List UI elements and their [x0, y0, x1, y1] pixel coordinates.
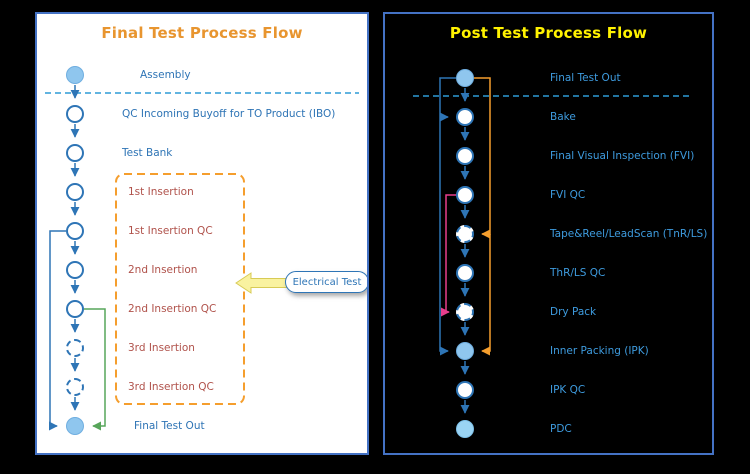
loop-orange-to-ipk: [481, 234, 491, 356]
node-fvi: [456, 147, 474, 165]
label-tnrls: Tape&Reel/LeadScan (TnR/LS): [550, 228, 708, 240]
label-2nd-insertion: 2nd Insertion: [128, 264, 198, 276]
label-final-test-out: Final Test Out: [134, 420, 205, 432]
node-1st-insertion: [66, 183, 84, 201]
label-fvi: Final Visual Inspection (FVI): [550, 150, 695, 162]
node-fvi-qc: [456, 186, 474, 204]
final-test-panel: Final Test Process Flow: [35, 12, 369, 455]
label-3rd-insertion-qc: 3rd Insertion QC: [128, 381, 214, 393]
label-1st-insertion-qc: 1st Insertion QC: [128, 225, 213, 237]
node-bake: [456, 108, 474, 126]
label-final-test-out: Final Test Out: [550, 72, 621, 84]
left-connectors: [45, 85, 359, 431]
loop-blue-final-test-out-to-ipk: [439, 77, 456, 356]
label-pdc: PDC: [550, 423, 572, 435]
loop-orange-final-test-out-to-tnrls: [474, 77, 491, 239]
label-bake: Bake: [550, 111, 576, 123]
node-dry-pack: [456, 303, 474, 321]
label-test-bank: Test Bank: [122, 147, 173, 159]
label-assembly: Assembly: [140, 69, 191, 81]
node-test-bank: [66, 144, 84, 162]
node-ibo: [66, 105, 84, 123]
label-3rd-insertion: 3rd Insertion: [128, 342, 195, 354]
node-final-test-out: [66, 417, 84, 435]
right-panel-title: Post Test Process Flow: [449, 24, 648, 42]
label-dry-pack: Dry Pack: [550, 306, 597, 318]
node-pdc: [456, 420, 474, 438]
electrical-test-callout: Electrical Test: [285, 271, 367, 293]
label-2nd-insertion-qc: 2nd Insertion QC: [128, 303, 217, 315]
label-ipk: Inner Packing (IPK): [550, 345, 649, 357]
node-assembly: [66, 66, 84, 84]
right-connectors: [413, 77, 690, 414]
post-test-panel: Post Test Process Flow: [383, 12, 714, 455]
loop-1st-insertion-qc-to-final: [48, 230, 66, 431]
loop-2nd-insertion-qc-to-final: [84, 308, 106, 431]
label-ipk-qc: IPK QC: [550, 384, 586, 396]
loop-pink-fvi-qc-to-dry-pack: [440, 194, 456, 317]
insertion-group-box: [115, 173, 245, 405]
node-1st-insertion-qc: [66, 222, 84, 240]
node-final-test-out: [456, 69, 474, 87]
label-fvi-qc: FVI QC: [550, 189, 586, 201]
left-panel-title: Final Test Process Flow: [101, 24, 303, 42]
node-ipk: [456, 342, 474, 360]
label-ibo: QC Incoming Buyoff for TO Product (IBO): [122, 108, 336, 120]
label-tnrls-qc: ThR/LS QC: [550, 267, 606, 279]
node-ipk-qc: [456, 381, 474, 399]
node-tnrls: [456, 225, 474, 243]
node-tnrls-qc: [456, 264, 474, 282]
electrical-test-label: Electrical Test: [292, 276, 362, 288]
node-2nd-insertion: [66, 261, 84, 279]
node-3rd-insertion-qc: [66, 378, 84, 396]
node-3rd-insertion: [66, 339, 84, 357]
label-1st-insertion: 1st Insertion: [128, 186, 194, 198]
node-2nd-insertion-qc: [66, 300, 84, 318]
